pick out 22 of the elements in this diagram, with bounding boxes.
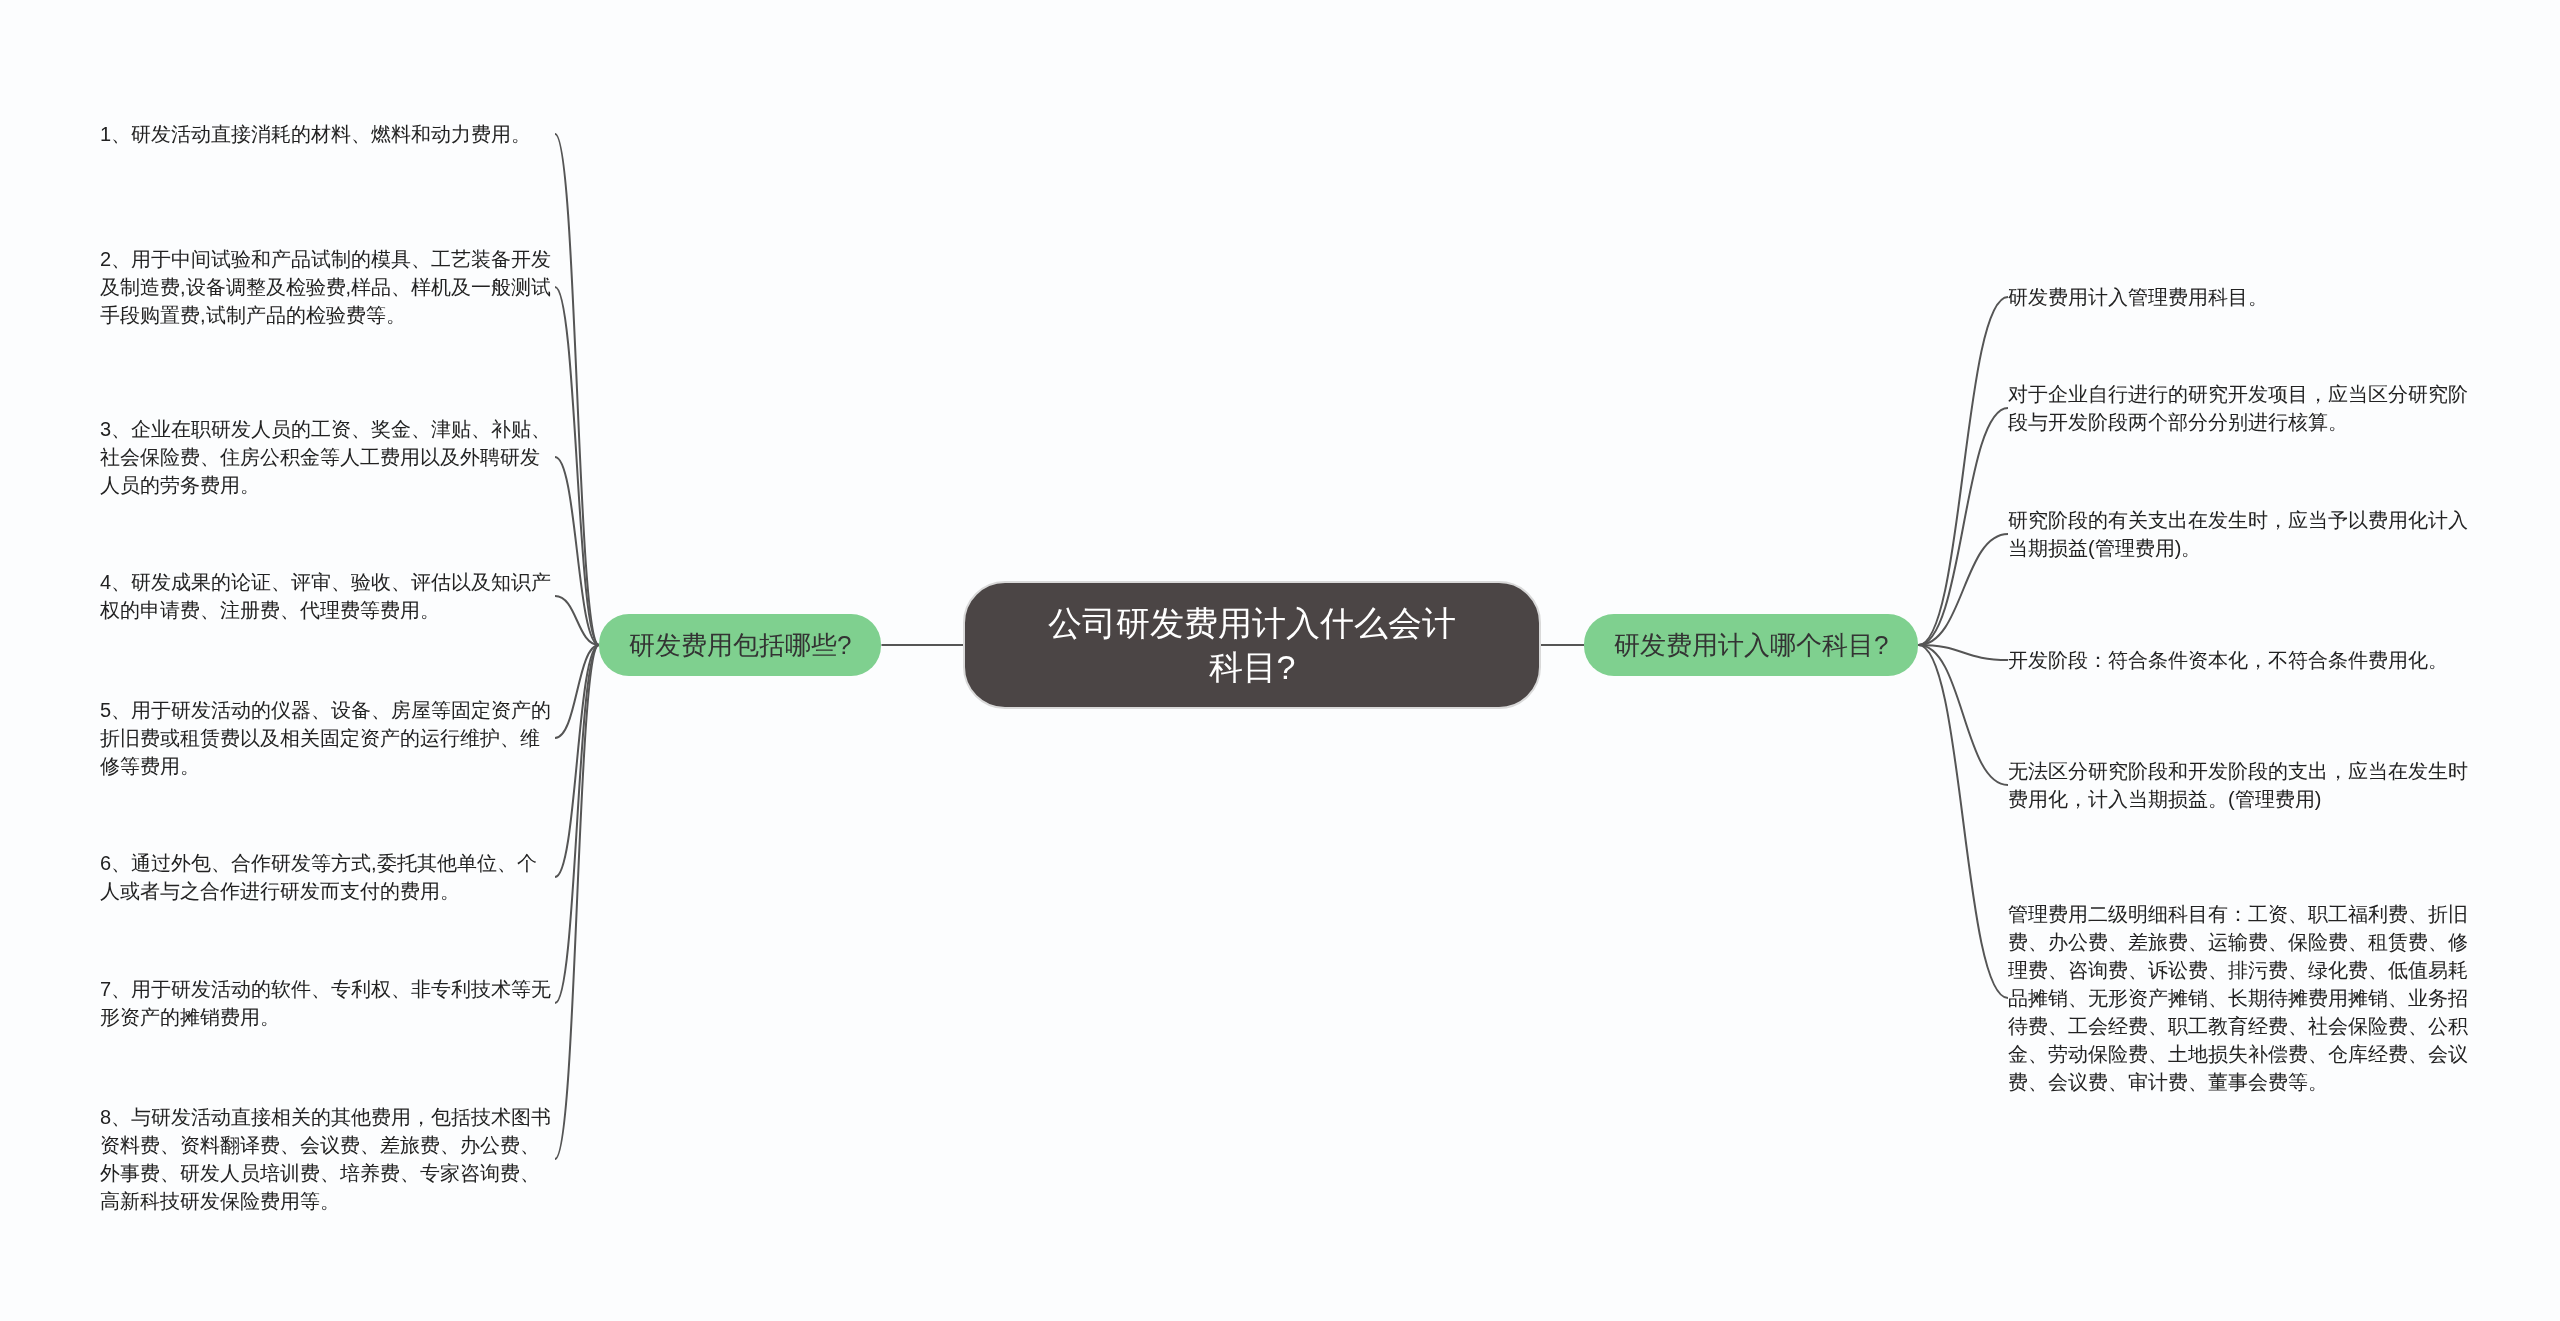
leaf-text: 对于企业自行进行的研究开发项目，应当区分研究阶段与开发阶段两个部分分别进行核算。 [2008,380,2468,436]
leaf-text: 2、用于中间试验和产品试制的模具、工艺装备开发及制造费,设备调整及检验费,样品、样机及一般测试手段购置费,试制产品的检验费等。 [100,245,555,329]
leaf-text: 管理费用二级明细科目有：工资、职工福利费、折旧费、办公费、差旅费、运输费、保险费、租赁费、修理费、咨询费、诉讼费、排污费、绿化费、低值易耗品摊销、无形资产摊销、长期待摊费用摊销、业务招待费、工会经费、职工教育经费、社会保险费、公积金、劳动保险费、土地损失补偿费、仓库经费、会议费、会议费、审计费、董事会费等。 [2008,900,2468,1096]
leaf-text: 8、与研发活动直接相关的其他费用，包括技术图书资料费、资料翻译费、会议费、差旅费、办公费、外事费、研发人员培训费、培养费、专家咨询费、高新科技研发保险费用等。 [100,1103,555,1215]
connector-line [554,644,600,1160]
leaf-text: 研究阶段的有关支出在发生时，应当予以费用化计入当期损益(管理费用)。 [2008,506,2468,562]
connector-line [880,644,964,646]
branch-topic: 研发费用计入哪个科目? [1584,614,1919,676]
leaf-text: 3、企业在职研发人员的工资、奖金、津贴、补贴、社会保险费、住房公积金等人工费用以及外聘研发人员的劳务费用。 [100,415,555,499]
leaf-text: 1、研发活动直接消耗的材料、燃料和动力费用。 [100,120,555,148]
leaf-text: 4、研发成果的论证、评审、验收、评估以及知识产权的申请费、注册费、代理费等费用。 [100,568,555,624]
central-topic: 公司研发费用计入什么会计科目? [963,581,1541,709]
leaf-text: 无法区分研究阶段和开发阶段的支出，应当在发生时费用化，计入当期损益。(管理费用) [2008,757,2468,813]
leaf-text: 研发费用计入管理费用科目。 [2008,283,2468,311]
leaf-text: 7、用于研发活动的软件、专利权、非专利技术等无形资产的摊销费用。 [100,975,555,1031]
leaf-text: 5、用于研发活动的仪器、设备、房屋等固定资产的折旧费或租赁费以及相关固定资产的运行维护、维修等费用。 [100,696,555,780]
connector-line [1917,644,2009,999]
leaf-text: 6、通过外包、合作研发等方式,委托其他单位、个人或者与之合作进行研发而支付的费用。 [100,849,555,905]
branch-topic: 研发费用包括哪些? [599,614,882,676]
connector-line [554,286,600,646]
connector-line [1540,644,1585,646]
leaf-text: 开发阶段：符合条件资本化，不符合条件费用化。 [2008,646,2468,674]
